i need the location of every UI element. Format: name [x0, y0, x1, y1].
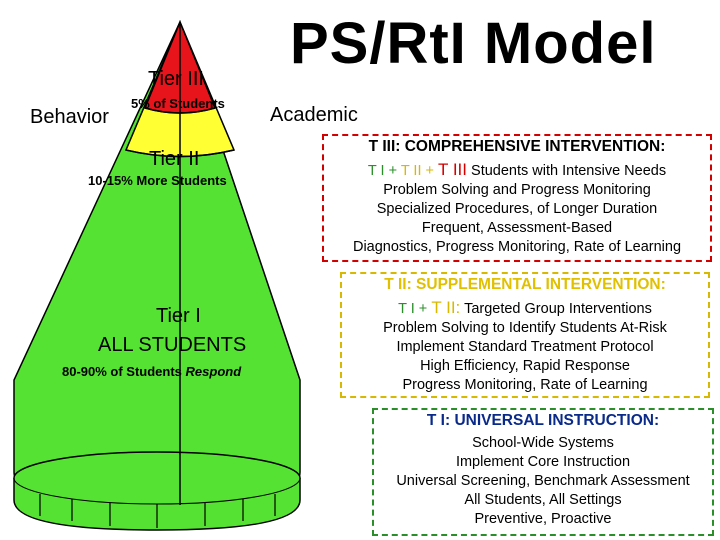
tier3-tiers-rest: Students with Intensive Needs [467, 163, 667, 179]
tier3-tier2-code: T II [400, 163, 422, 179]
tier3-tier3-code: T III [438, 160, 468, 179]
tier2-percent: 10-15% More Students [88, 173, 227, 188]
tier3-plus-1: + [384, 163, 401, 179]
tier1-header-code: T I: [426, 412, 455, 429]
tier2-description-box: T II: SUPPLEMENTAL INTERVENTION: T I + T… [340, 272, 710, 398]
tier1-all-students: ALL STUDENTS [98, 334, 247, 356]
tier1-line-2: Implement Core Instruction [455, 454, 631, 470]
tier1-line-5: Preventive, Proactive [474, 511, 612, 527]
tier1-description-box: T I: UNIVERSAL INSTRUCTION: School-Wide … [372, 408, 714, 536]
tier1-line-3: Universal Screening, Benchmark Assessmen… [396, 473, 690, 489]
tier1-header-colon: : [653, 412, 660, 429]
tier1-percent: 80-90% of Students Respond [62, 364, 241, 379]
tier2-line-3: High Efficiency, Rapid Response [420, 358, 630, 374]
tier3-tier1-code: T I [367, 163, 385, 179]
tier2-tiers-line: T I + T II: Targeted Group Interventions [342, 298, 708, 319]
tier3-tiers-line: T I + T II + T III Students with Intensi… [324, 160, 710, 181]
tier1-percent-text: 80-90% of Students [62, 364, 186, 379]
tier2-line-2: Implement Standard Treatment Protocol [396, 339, 654, 355]
academic-label: Academic [270, 104, 358, 126]
tier2-name: Tier II [149, 148, 200, 170]
tier2-header-colon: : [660, 276, 666, 293]
behavior-label: Behavior [30, 106, 109, 128]
tier3-header-code: T III: [368, 138, 405, 155]
tier1-percent-respond: Respond [185, 364, 242, 379]
tier2-header-code: T II: [384, 276, 417, 293]
tier1-header-title: UNIVERSAL INSTRUCTION [454, 412, 654, 429]
tier3-percent: 5% of Students [131, 96, 225, 111]
tier2-box-header: T II: SUPPLEMENTAL INTERVENTION: [342, 276, 708, 294]
tier3-header-title: COMPREHENSIVE INTERVENTION [404, 138, 661, 155]
tier3-plus-2: + [421, 163, 439, 179]
tier2-tier2-code: T II: [431, 298, 461, 317]
tier3-line-3: Frequent, Assessment-Based [421, 220, 613, 236]
tier2-tiers-rest: Targeted Group Interventions [460, 301, 652, 317]
tier3-line-2: Specialized Procedures, of Longer Durati… [376, 201, 658, 217]
tier2-tier1-code: T I [398, 301, 415, 317]
tier3-name: Tier III [148, 68, 204, 90]
tier3-description-box: T III: COMPREHENSIVE INTERVENTION: T I +… [322, 134, 712, 262]
tier3-line-1: Problem Solving and Progress Monitoring [383, 182, 651, 198]
tier1-line-4: All Students, All Settings [464, 492, 622, 508]
tier1-box-header: T I: UNIVERSAL INSTRUCTION: [374, 412, 712, 430]
cone-base-segments [39, 494, 276, 528]
tier3-line-4: Diagnostics, Progress Monitoring, Rate o… [352, 239, 682, 255]
tier3-box-header: T III: COMPREHENSIVE INTERVENTION: [324, 138, 710, 156]
tier2-plus: + [414, 301, 432, 317]
tier1-name: Tier I [156, 305, 201, 327]
page-title: PS/RtI Model [290, 11, 657, 76]
tier3-header-colon: : [660, 138, 666, 155]
tier2-line-1: Problem Solving to Identify Students At-… [383, 320, 667, 336]
tier2-header-title: SUPPLEMENTAL INTERVENTION [416, 276, 661, 293]
tier2-line-4: Progress Monitoring, Rate of Learning [402, 377, 648, 393]
tier1-line-1: School-Wide Systems [472, 435, 614, 451]
